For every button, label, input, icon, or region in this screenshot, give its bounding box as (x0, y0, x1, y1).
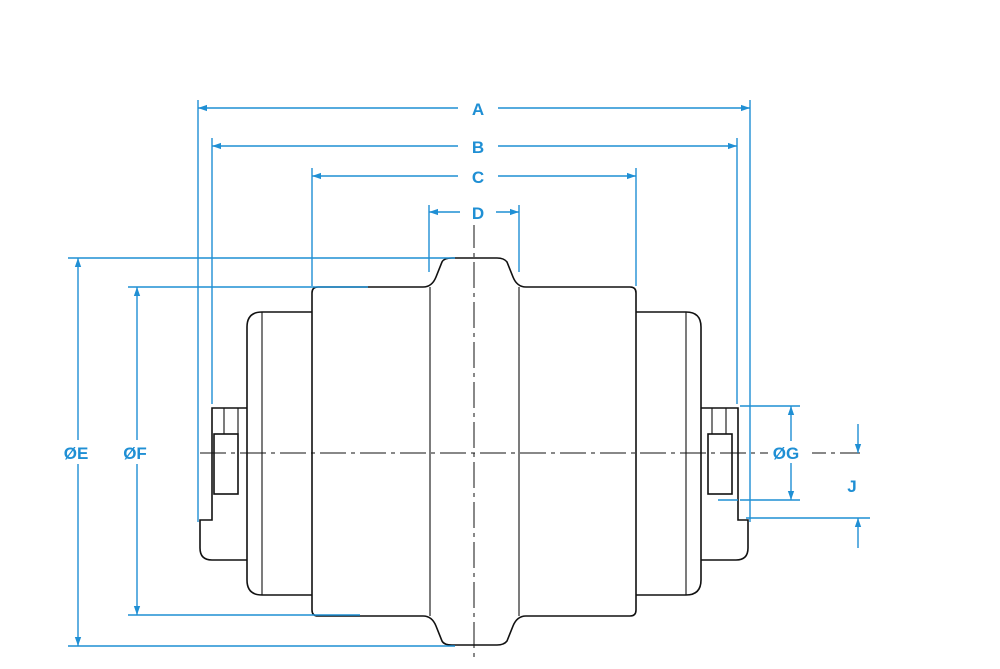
dimension-G: ØG (768, 406, 812, 500)
extension-lines (68, 100, 870, 647)
dimension-A: A (198, 96, 750, 120)
right-hub (633, 311, 702, 596)
label-C: C (472, 168, 484, 187)
label-E: ØE (64, 444, 89, 463)
label-B: B (472, 138, 484, 157)
label-D: D (472, 204, 484, 223)
dimension-B: B (212, 134, 737, 158)
left-bolt-block (213, 433, 239, 495)
right-bolt-block (707, 433, 733, 495)
dimension-C: C (312, 164, 636, 188)
dimension-D: D (429, 201, 519, 225)
label-J: J (847, 477, 856, 496)
roller-outline (199, 222, 860, 660)
label-A: A (472, 100, 484, 119)
dimension-F: ØF (114, 287, 158, 615)
dimension-J: J (847, 424, 862, 548)
label-F: ØF (123, 444, 147, 463)
label-G: ØG (773, 444, 799, 463)
dimension-E: ØE (56, 258, 100, 646)
